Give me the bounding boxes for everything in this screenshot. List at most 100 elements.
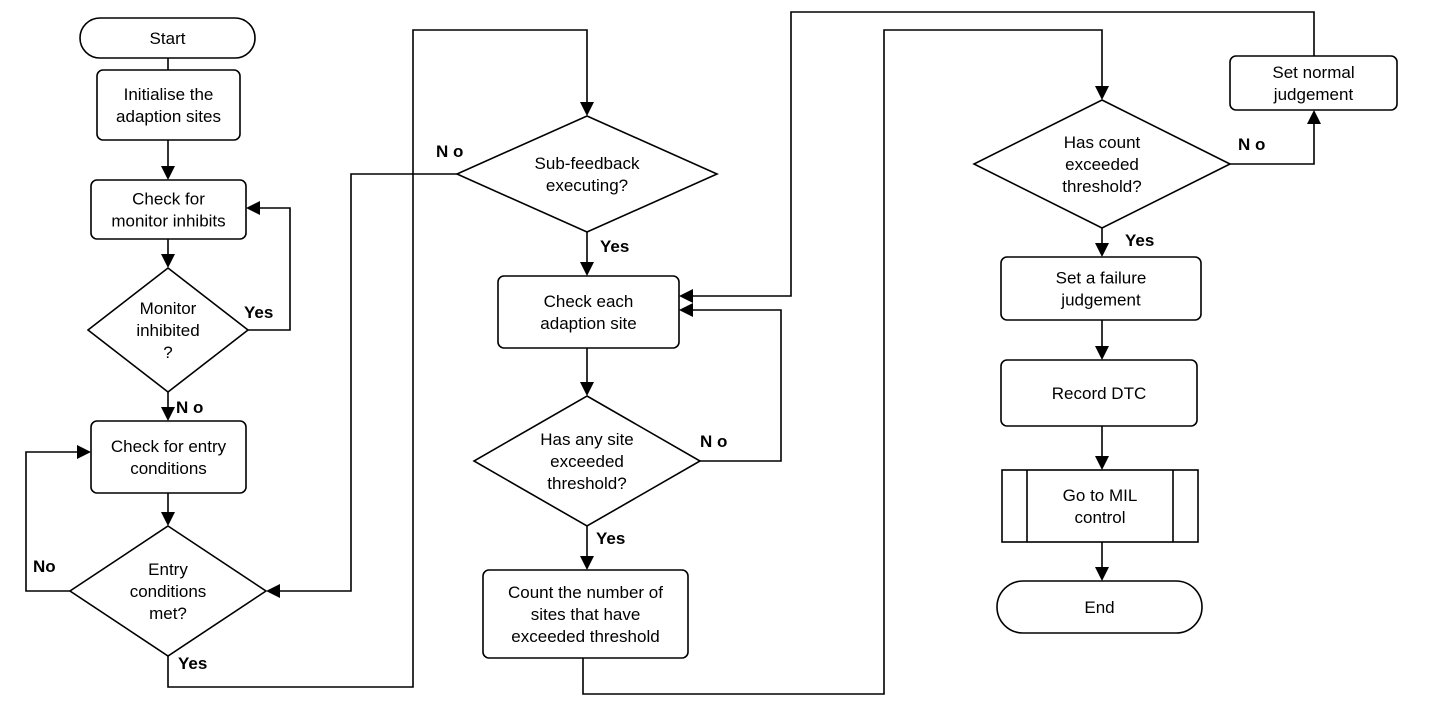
node-label-line: Check for entry — [111, 437, 227, 456]
node-label-line: Check each — [544, 292, 634, 311]
node-label-line: exceeded — [550, 452, 624, 471]
node-label-line: Has count — [1064, 133, 1141, 152]
arrowhead — [1095, 567, 1109, 581]
node-check-each-site: Check each adaption site — [497, 275, 680, 349]
edge-label-entry-no: No — [33, 557, 56, 576]
node-go-mil: Go to MIL control — [1001, 469, 1199, 543]
arrowhead — [161, 254, 175, 268]
node-label-line: exceeded — [1065, 155, 1139, 174]
node-label-line: conditions — [130, 459, 207, 478]
arrowhead — [1307, 110, 1321, 124]
arrowhead — [679, 303, 693, 317]
node-label-line: sites that have — [531, 605, 641, 624]
edge-label-site-yes: Yes — [596, 529, 625, 548]
arrowhead — [679, 289, 693, 303]
process-box — [497, 275, 680, 349]
node-label-line: Set normal — [1272, 63, 1354, 82]
node-label-line: Start — [150, 29, 186, 48]
arrowhead — [77, 445, 91, 459]
node-start: Start — [79, 17, 256, 59]
edge-set-normal-to-check-site — [692, 11, 1315, 297]
node-label-line: judgement — [1060, 291, 1141, 310]
edge-entry-yes-to-sub-feedback — [167, 29, 588, 688]
arrowhead — [1095, 86, 1109, 100]
decision-diamond — [972, 99, 1232, 229]
node-end: End — [996, 580, 1203, 634]
node-label-line: Record DTC — [1052, 384, 1146, 403]
arrowhead — [246, 201, 260, 215]
node-label-line: Count the number of — [508, 583, 663, 602]
process-box — [90, 179, 247, 240]
node-label-line: conditions — [130, 582, 207, 601]
node-label-line: exceeded threshold — [511, 627, 659, 646]
node-label-line: threshold? — [1062, 177, 1141, 196]
node-label-line: judgement — [1273, 85, 1354, 104]
node-label-line: Initialise the — [124, 85, 214, 104]
edge-entry-no-loop — [25, 451, 78, 592]
flowchart-edges — [25, 11, 1321, 695]
edge-count-no-to-set-normal — [1230, 123, 1315, 165]
node-label-line: executing? — [546, 176, 628, 195]
node-label-line: inhibited — [136, 321, 199, 340]
node-init: Initialise the adaption sites — [96, 69, 241, 141]
process-box — [96, 69, 241, 141]
node-set-normal: Set normal judgement — [1229, 55, 1398, 111]
arrowhead — [266, 584, 280, 598]
node-label-line: Check for — [132, 190, 205, 209]
terminator-shape — [996, 580, 1203, 634]
node-label-line: Go to MIL — [1063, 486, 1138, 505]
node-label-line: monitor inhibits — [111, 212, 225, 231]
decision-diamond — [86, 266, 250, 394]
node-label-line: Monitor — [140, 299, 197, 318]
edge-monitor-yes-loop — [248, 207, 291, 331]
process-box — [482, 569, 689, 659]
arrowhead — [580, 556, 594, 570]
arrowhead — [1095, 243, 1109, 257]
node-label-line: control — [1074, 508, 1125, 527]
node-label-line: Set a failure — [1056, 269, 1147, 288]
node-sub-feedback: Sub-feedback executing? — [455, 115, 719, 233]
process-box — [1000, 359, 1198, 427]
edge-any-site-no-loop — [692, 309, 782, 462]
edge-label-inhibited-no: N o — [176, 398, 203, 417]
node-label-line: End — [1084, 598, 1114, 617]
edge-label-entry-yes: Yes — [178, 654, 207, 673]
process-box — [1229, 55, 1398, 111]
node-label-line: Entry — [148, 560, 188, 579]
terminator-shape — [79, 17, 256, 59]
node-set-failure: Set a failure judgement — [1000, 256, 1202, 321]
arrowhead — [1095, 456, 1109, 470]
arrowhead — [161, 407, 175, 421]
node-label-line: adaption sites — [116, 107, 221, 126]
arrowhead — [580, 262, 594, 276]
edge-label-count-no: N o — [1238, 135, 1265, 154]
arrowhead — [580, 102, 594, 116]
process-box — [1000, 256, 1202, 321]
node-count-sites: Count the number of sites that have exceed… — [482, 569, 689, 659]
node-label-line: threshold? — [547, 474, 626, 493]
edge-label-sub-no: N o — [436, 142, 463, 161]
arrowhead — [1095, 346, 1109, 360]
decision-diamond — [472, 395, 702, 527]
node-label-line: met? — [149, 604, 187, 623]
arrowhead — [161, 166, 175, 180]
edge-count-to-count-exceeded — [582, 29, 1103, 695]
node-label-line: adaption site — [540, 314, 636, 333]
node-label-line: ? — [163, 343, 172, 362]
edge-sub-no-to-entry-met — [279, 173, 457, 592]
node-count-exceeded: Has count exceeded threshold? — [972, 99, 1232, 229]
edge-label-count-yes: Yes — [1125, 231, 1154, 250]
decision-diamond — [455, 115, 719, 233]
node-monitor-inhibited: Monitor inhibited? — [86, 266, 250, 394]
node-check-inhibits: Check for monitor inhibits — [90, 179, 247, 240]
arrowhead — [161, 512, 175, 526]
edge-label-inhibited-yes: Yes — [244, 303, 273, 322]
node-entry-met: Entry conditions met? — [68, 525, 268, 657]
subprocess-box — [1001, 469, 1199, 543]
node-label-line: Sub-feedback — [535, 154, 640, 173]
node-record-dtc: Record DTC — [1000, 359, 1198, 427]
